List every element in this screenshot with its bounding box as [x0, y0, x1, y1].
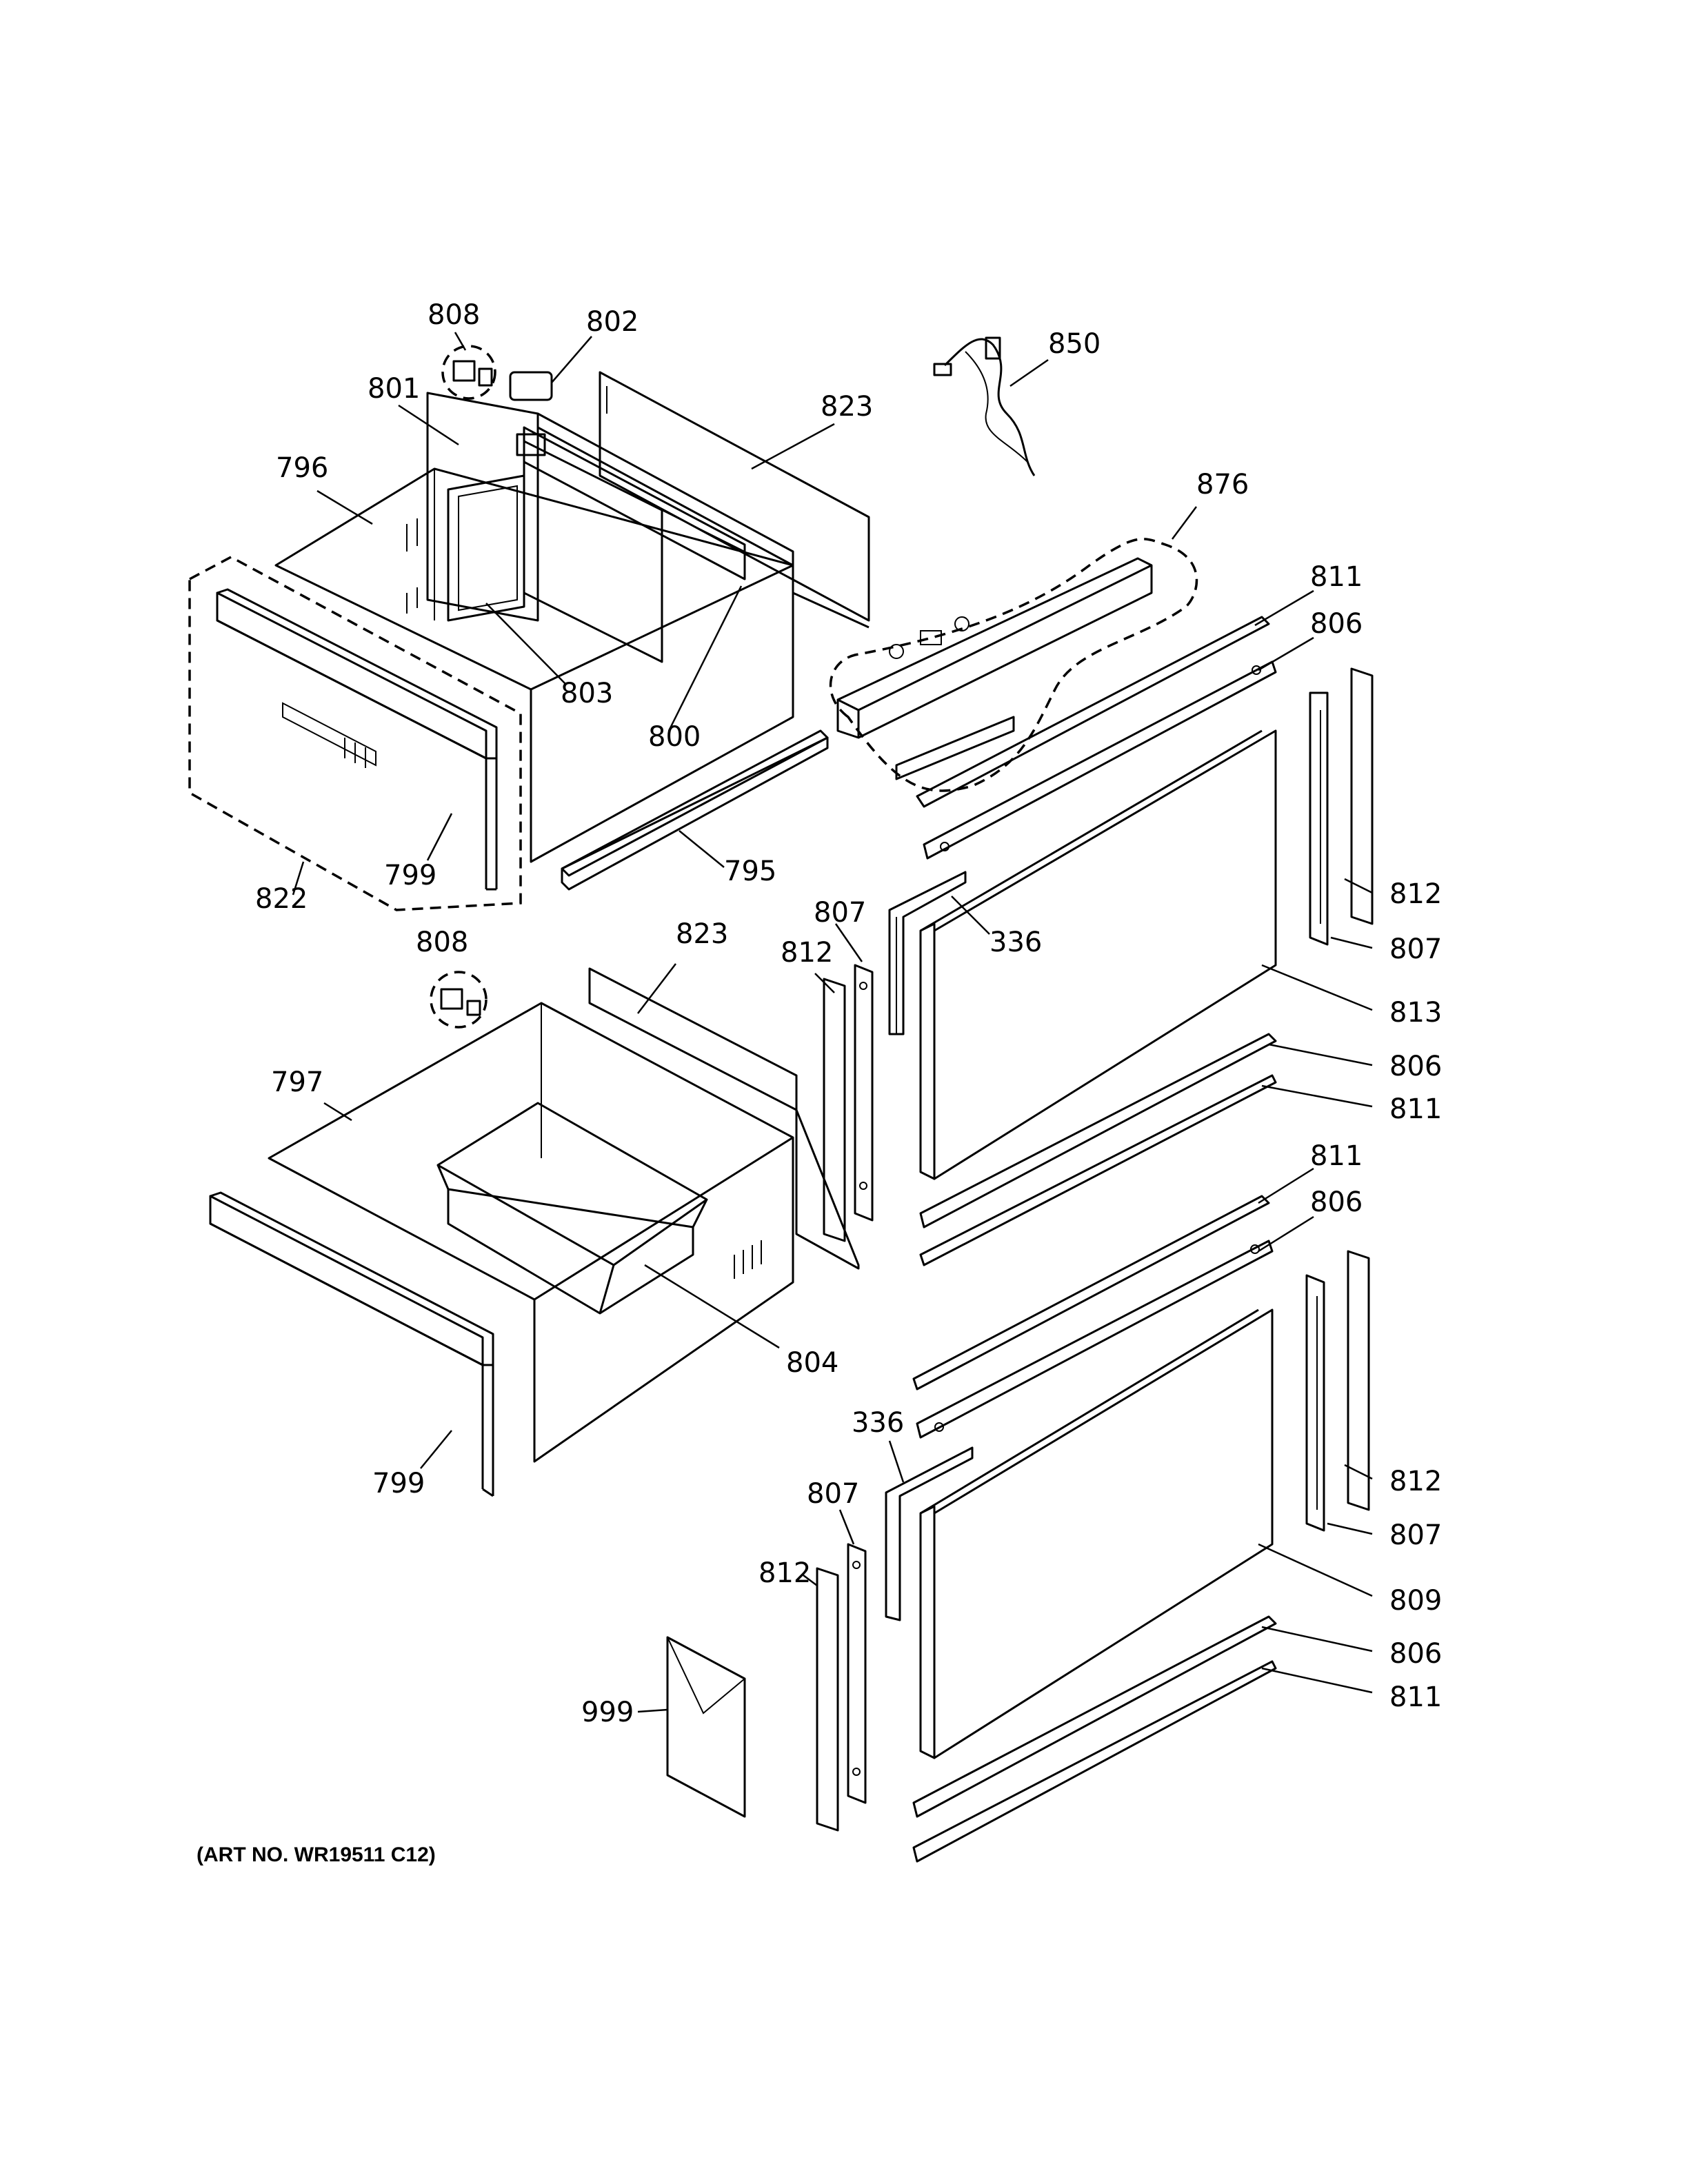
side-trim-807-right-upper — [1309, 691, 1329, 946]
trim-811-lower-bottom — [912, 1660, 1277, 1863]
trim-811-upper-bottom — [919, 1074, 1277, 1266]
storage-bin-804 — [436, 1102, 708, 1315]
side-trim-807-right-lower — [1305, 1274, 1325, 1532]
lower-door-809 — [919, 1308, 1274, 1759]
label-811: 811 — [1310, 561, 1363, 593]
label-807: 807 — [814, 897, 866, 929]
trim-811-upper-top — [916, 616, 1270, 808]
label-799: 799 — [372, 1468, 425, 1499]
label-807: 807 — [1389, 933, 1442, 965]
side-strip-812-left-lower — [816, 1567, 839, 1832]
side-strip-812-right-lower — [1347, 1250, 1370, 1511]
lower-drawer-box-797 — [268, 1002, 794, 1463]
label-823: 823 — [821, 391, 873, 423]
trim-806-upper-top — [923, 660, 1277, 860]
side-trim-807-left-lower — [847, 1543, 867, 1804]
label-811: 811 — [1389, 1093, 1442, 1125]
gasket-336-lower — [885, 1446, 974, 1621]
label-823: 823 — [676, 918, 728, 950]
side-slide-823-upper — [599, 371, 870, 629]
literature-envelope-999 — [666, 1636, 746, 1818]
label-806: 806 — [1310, 608, 1363, 640]
upper-door-813 — [919, 729, 1277, 1180]
clip-808-lower — [430, 971, 488, 1029]
label-811: 811 — [1310, 1140, 1363, 1172]
trim-806-upper-bottom — [919, 1033, 1277, 1228]
callout-labels: 808 802 850 801 823 796 876 811 806 803 … — [255, 299, 1442, 1728]
label-799: 799 — [384, 860, 436, 891]
art-number: (ART NO. WR19511 C12) — [197, 1843, 436, 1866]
side-trim-807-left-upper — [854, 964, 874, 1222]
label-797: 797 — [271, 1066, 323, 1098]
label-806: 806 — [1310, 1186, 1363, 1218]
label-807: 807 — [807, 1478, 859, 1510]
label-876: 876 — [1196, 469, 1249, 501]
label-336: 336 — [989, 927, 1042, 958]
label-812: 812 — [1389, 878, 1442, 910]
label-812: 812 — [781, 937, 833, 969]
label-800: 800 — [648, 721, 701, 753]
trim-806-lower-top — [916, 1240, 1274, 1439]
trim-811-lower-top — [912, 1195, 1270, 1391]
label-812: 812 — [1389, 1466, 1442, 1497]
gasket-336-upper — [888, 871, 967, 1035]
label-796: 796 — [276, 452, 328, 484]
side-strip-812-left-upper — [823, 978, 846, 1242]
leader-lines — [292, 332, 1373, 1713]
clip-808-upper — [441, 345, 496, 400]
control-panel-876 — [829, 538, 1198, 792]
label-811: 811 — [1389, 1681, 1442, 1713]
assembly-outline-822 — [188, 556, 522, 911]
trim-806-lower-bottom — [912, 1615, 1277, 1818]
label-336: 336 — [852, 1407, 904, 1439]
label-806: 806 — [1389, 1638, 1442, 1670]
upper-drawer-front — [216, 588, 498, 891]
label-801: 801 — [368, 373, 420, 405]
label-804: 804 — [786, 1347, 838, 1379]
label-999: 999 — [581, 1697, 634, 1728]
label-822: 822 — [255, 883, 308, 915]
label-850: 850 — [1048, 328, 1101, 360]
label-808: 808 — [416, 927, 468, 958]
slide-rail-795 — [561, 729, 829, 891]
label-806: 806 — [1389, 1051, 1442, 1082]
side-slide-823-lower — [588, 967, 860, 1270]
label-803: 803 — [561, 678, 613, 709]
label-795: 795 — [724, 856, 776, 887]
wire-harness-850 — [933, 336, 1036, 476]
label-809: 809 — [1389, 1585, 1442, 1617]
label-807: 807 — [1389, 1519, 1442, 1551]
label-812: 812 — [758, 1557, 811, 1589]
lower-drawer-front-799 — [209, 1191, 494, 1497]
side-strip-812-right-upper — [1350, 667, 1374, 925]
label-813: 813 — [1389, 997, 1442, 1029]
label-802: 802 — [586, 306, 639, 338]
upper-drawer-box — [274, 371, 794, 863]
label-808: 808 — [428, 299, 480, 331]
